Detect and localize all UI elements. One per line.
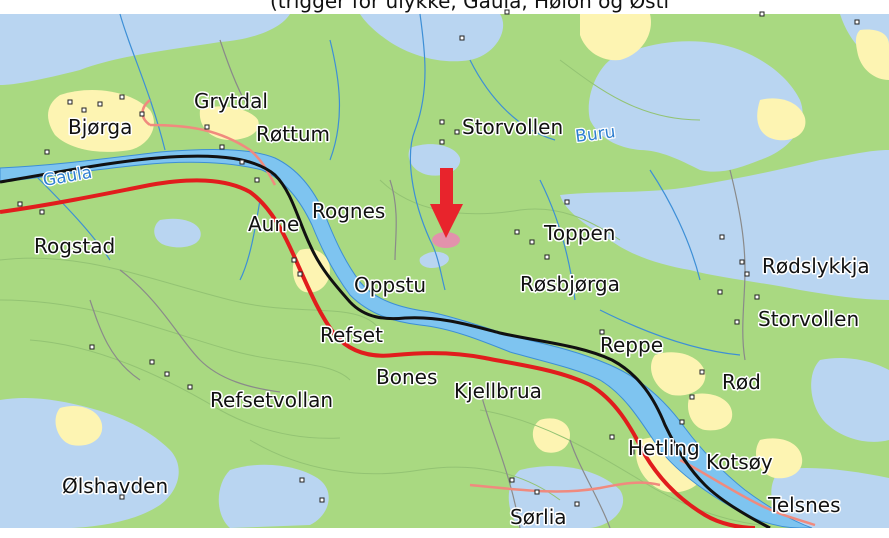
place-rottum: Røttum bbox=[256, 122, 330, 146]
bottom-strip bbox=[0, 528, 889, 538]
place-olshavden: Ølshavden bbox=[62, 474, 168, 498]
place-grytdal: Grytdal bbox=[194, 89, 268, 113]
place-rogstad: Rogstad bbox=[34, 234, 115, 258]
place-storvollen-north: Storvollen bbox=[462, 115, 563, 139]
water-label-buru: Buru bbox=[574, 122, 616, 147]
open-land-areas bbox=[48, 14, 889, 493]
highlighted-area bbox=[432, 232, 460, 248]
place-refset: Refset bbox=[320, 323, 383, 347]
place-storvollen-east: Storvollen bbox=[758, 307, 859, 331]
location-arrow-icon bbox=[430, 168, 463, 238]
place-reppe: Reppe bbox=[600, 333, 663, 357]
place-rodslykkja: Rødslykkja bbox=[762, 254, 870, 278]
place-bjorga: Bjørga bbox=[68, 115, 132, 139]
place-refsetvollan: Refsetvollan bbox=[210, 388, 333, 412]
place-sorlia: Sørlia bbox=[510, 505, 567, 529]
top-caption: (trigger for ulykke, Gaula, Hølon og Øst… bbox=[270, 0, 669, 13]
buildings bbox=[17, 9, 860, 507]
contour-lines bbox=[0, 59, 761, 526]
place-aune: Aune bbox=[248, 212, 299, 236]
top-strip bbox=[0, 0, 889, 14]
place-rognes: Rognes bbox=[312, 199, 385, 223]
place-telsnes: Telsnes bbox=[767, 493, 841, 517]
place-labels: Bjørga Grytdal Røttum Storvollen Rognes … bbox=[33, 88, 872, 531]
place-rosbjorga: Røsbjørga bbox=[520, 272, 620, 296]
water-areas bbox=[0, 14, 889, 529]
place-hetling: Hetling bbox=[628, 436, 700, 460]
place-rod: Rød bbox=[722, 370, 761, 394]
railway bbox=[0, 154, 771, 530]
place-bones: Bones bbox=[376, 365, 437, 389]
place-kotsoy: Kotsøy bbox=[706, 450, 773, 474]
paths bbox=[89, 39, 746, 529]
place-oppstu: Oppstu bbox=[354, 273, 426, 297]
main-road bbox=[0, 178, 756, 530]
place-kjellbrua: Kjellbrua bbox=[454, 379, 542, 403]
secondary-roads bbox=[141, 99, 816, 527]
streams bbox=[29, 13, 741, 356]
place-toppen: Toppen bbox=[543, 221, 615, 245]
